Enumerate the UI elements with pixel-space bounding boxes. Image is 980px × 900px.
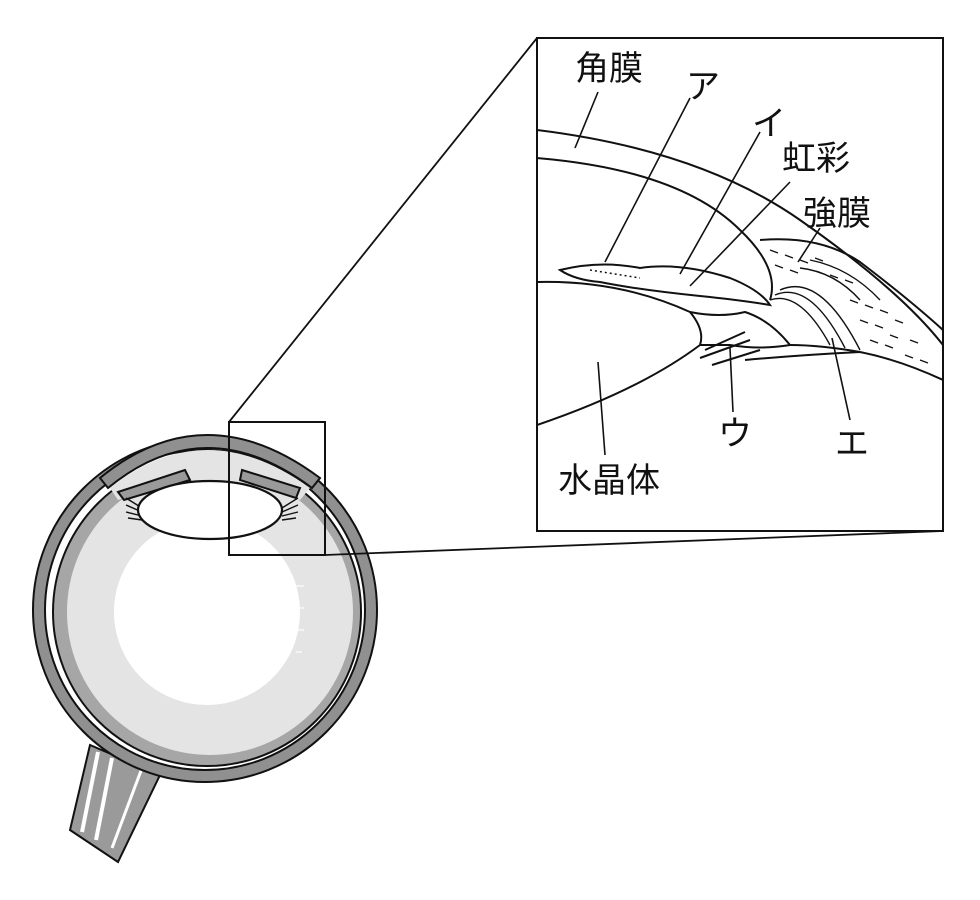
label-a: ア — [686, 67, 720, 107]
detail-lens — [538, 280, 703, 426]
label-u: ウ — [718, 414, 752, 454]
label-cornea: 角膜 — [575, 49, 643, 89]
detail-iris — [557, 263, 773, 307]
label-e: エ — [835, 424, 869, 464]
label-sclera: 強膜 — [803, 194, 871, 234]
eye-cornea — [98, 434, 322, 490]
label-lens: 水晶体 — [558, 461, 660, 501]
lens-shape — [136, 479, 284, 541]
leader-u — [729, 347, 734, 413]
label-iris: 虹彩 — [782, 139, 850, 179]
leader-a — [604, 97, 691, 263]
zoom-region-box — [228, 421, 326, 556]
detail-sclera-outline — [759, 238, 942, 331]
zoom-line-bottom — [324, 530, 944, 556]
leader-sclera — [797, 227, 821, 263]
leader-iris — [689, 181, 791, 287]
zoom-line-top — [228, 37, 538, 423]
detail-panel: 角膜 ア イ 虹彩 強膜 ウ エ 水晶体 — [536, 37, 944, 532]
detail-cornea-inner — [538, 157, 773, 301]
leader-i — [679, 131, 761, 275]
eyeball-cross-section — [32, 434, 378, 864]
iris-left — [116, 468, 192, 502]
leader-e — [831, 337, 851, 421]
leader-lens — [597, 361, 606, 456]
iris-right — [238, 468, 302, 500]
label-i: イ — [752, 104, 786, 144]
leader-cornea — [574, 91, 599, 149]
ciliary-fibers — [125, 497, 299, 521]
detail-cornea-outer — [538, 129, 942, 346]
